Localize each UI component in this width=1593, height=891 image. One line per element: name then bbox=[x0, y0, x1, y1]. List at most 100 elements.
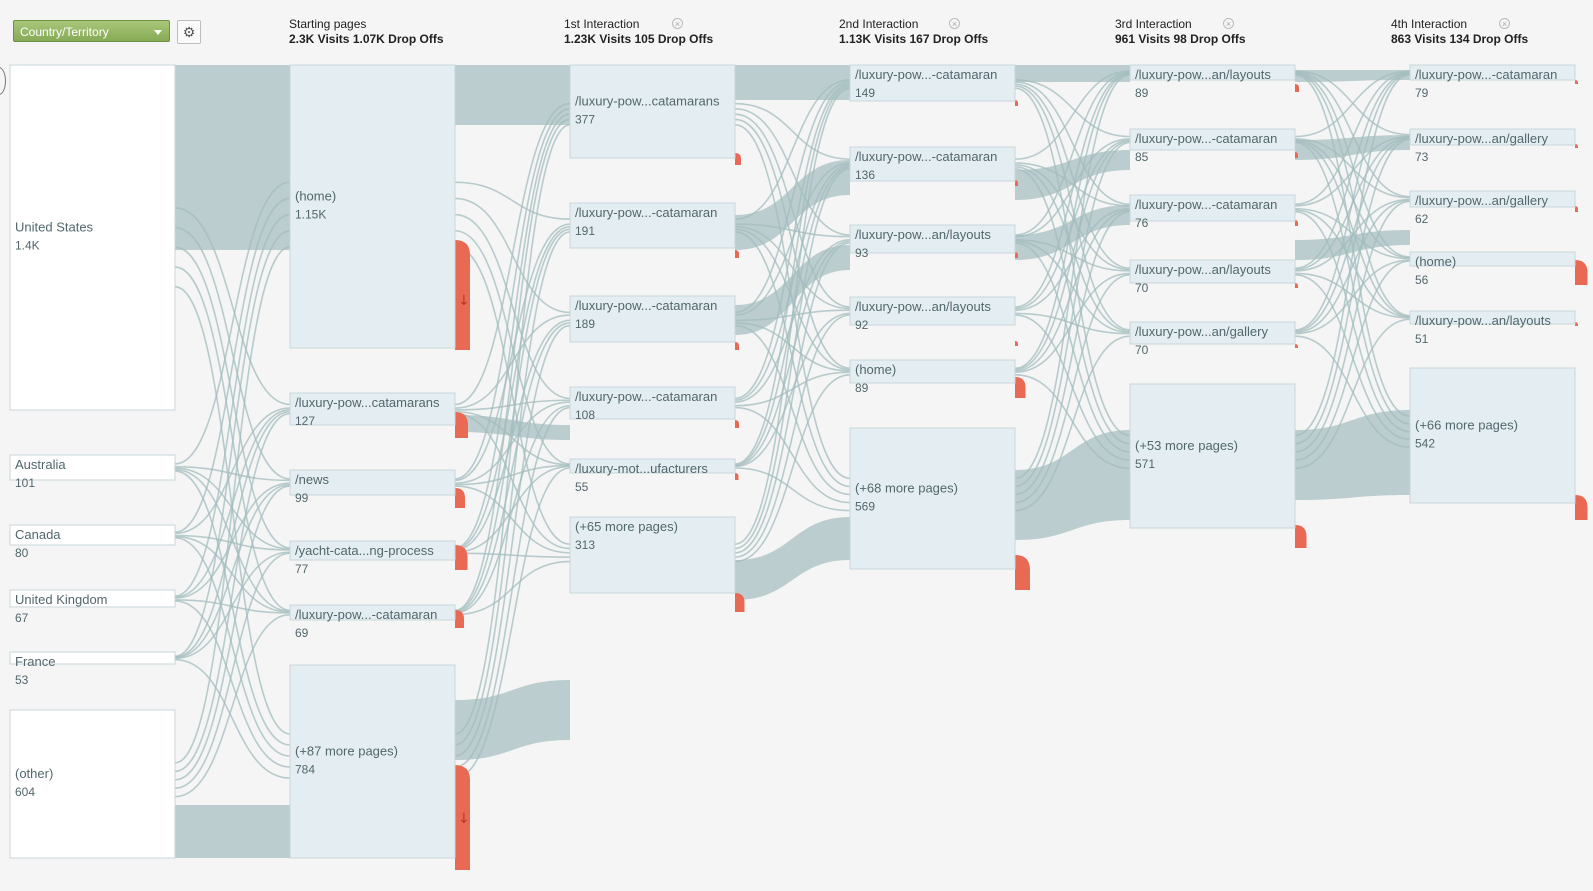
settings-button[interactable]: ⚙ bbox=[177, 20, 201, 44]
dropoff-marker[interactable] bbox=[1015, 341, 1018, 346]
page-node[interactable] bbox=[1129, 321, 1296, 345]
dropoff-marker[interactable] bbox=[735, 153, 741, 165]
page-node[interactable] bbox=[1409, 64, 1576, 81]
page-node[interactable] bbox=[1129, 383, 1296, 529]
dropoff-marker[interactable] bbox=[1295, 220, 1298, 226]
page-node[interactable] bbox=[849, 359, 1016, 384]
dropoff-marker[interactable] bbox=[735, 420, 739, 428]
flow-link bbox=[175, 805, 290, 858]
dropoff-marker[interactable] bbox=[455, 610, 464, 628]
dropoff-marker[interactable] bbox=[455, 765, 470, 870]
close-icon[interactable]: × bbox=[1223, 18, 1234, 29]
flow-link bbox=[1014, 73, 1131, 480]
page-node[interactable] bbox=[289, 64, 456, 349]
flow-link bbox=[1014, 71, 1131, 236]
page-node[interactable] bbox=[849, 224, 1016, 254]
down-arrow-icon: ↓ bbox=[458, 811, 470, 827]
page-node[interactable] bbox=[289, 392, 456, 426]
dropoff-markers bbox=[455, 80, 1588, 870]
dropoff-marker[interactable] bbox=[455, 412, 468, 438]
dropoff-marker[interactable] bbox=[1575, 144, 1578, 148]
dropoff-marker[interactable] bbox=[1015, 252, 1018, 258]
dropoff-marker[interactable] bbox=[735, 250, 739, 258]
dropoff-marker[interactable] bbox=[1575, 322, 1578, 326]
page-node[interactable] bbox=[1129, 259, 1296, 284]
page-label: /yacht-cata...ng-process bbox=[295, 543, 434, 558]
dropoff-marker[interactable] bbox=[1295, 84, 1299, 92]
page-node[interactable] bbox=[569, 202, 736, 249]
page-node[interactable] bbox=[289, 540, 456, 561]
close-icon[interactable]: × bbox=[1499, 18, 1510, 29]
page-label: /luxury-pow...an/layouts bbox=[855, 299, 991, 314]
page-node[interactable] bbox=[289, 604, 456, 621]
flow-link bbox=[454, 401, 571, 485]
dropoff-marker[interactable] bbox=[1295, 283, 1298, 288]
page-node[interactable] bbox=[849, 427, 1016, 570]
page-node[interactable] bbox=[849, 296, 1016, 326]
page-node[interactable] bbox=[1409, 128, 1576, 146]
dropoff-marker[interactable] bbox=[1015, 180, 1018, 186]
page-node[interactable] bbox=[569, 516, 736, 594]
dropoff-marker[interactable] bbox=[1295, 525, 1307, 548]
page-label: /luxury-pow...an/gallery bbox=[1415, 131, 1548, 146]
flow-link bbox=[1014, 166, 1131, 332]
flow-link bbox=[174, 534, 291, 551]
flow-link bbox=[174, 197, 291, 533]
dropoff-marker[interactable] bbox=[1295, 152, 1298, 158]
page-value: 92 bbox=[855, 318, 869, 332]
page-node[interactable] bbox=[1409, 367, 1576, 504]
dropoff-marker[interactable] bbox=[1575, 260, 1588, 285]
dimension-select[interactable]: Country/Territory bbox=[13, 20, 170, 42]
dropoff-marker[interactable] bbox=[735, 593, 745, 612]
dropoff-marker[interactable] bbox=[455, 240, 470, 350]
page-node[interactable] bbox=[849, 64, 1016, 102]
dropoff-marker[interactable] bbox=[455, 545, 468, 570]
flow-link bbox=[1014, 209, 1131, 372]
country-label: Australia bbox=[15, 457, 66, 472]
dropoff-marker[interactable] bbox=[1295, 344, 1298, 348]
flow-link bbox=[174, 535, 291, 613]
country-node[interactable] bbox=[9, 651, 176, 665]
country-node[interactable] bbox=[9, 589, 176, 608]
dropoff-marker[interactable] bbox=[1015, 555, 1030, 590]
country-node[interactable] bbox=[9, 64, 176, 411]
country-node[interactable] bbox=[9, 524, 176, 546]
flow-link bbox=[174, 470, 291, 746]
page-node[interactable] bbox=[1409, 251, 1576, 267]
page-node[interactable] bbox=[1409, 190, 1576, 208]
dropoff-marker[interactable] bbox=[1015, 100, 1018, 106]
close-icon[interactable]: × bbox=[949, 18, 960, 29]
flow-link bbox=[734, 228, 851, 371]
close-icon[interactable]: × bbox=[672, 18, 683, 29]
page-node[interactable] bbox=[569, 64, 736, 159]
dropoff-marker[interactable] bbox=[735, 473, 739, 480]
dropoff-marker[interactable] bbox=[1015, 377, 1026, 398]
flow-link bbox=[174, 207, 291, 406]
page-node[interactable] bbox=[569, 386, 736, 420]
column-title: Starting pages bbox=[289, 17, 367, 31]
page-node[interactable] bbox=[569, 458, 736, 474]
dropoff-marker[interactable] bbox=[455, 488, 465, 508]
country-node[interactable] bbox=[9, 454, 176, 481]
flow-link bbox=[1294, 72, 1411, 258]
dropoff-marker[interactable] bbox=[735, 342, 739, 350]
page-node[interactable] bbox=[1129, 194, 1296, 222]
page-node[interactable] bbox=[289, 469, 456, 496]
dropoff-marker[interactable] bbox=[1575, 495, 1588, 520]
flow-link bbox=[1295, 410, 1410, 500]
page-node[interactable] bbox=[1409, 310, 1576, 325]
page-node[interactable] bbox=[1129, 128, 1296, 151]
page-value: 99 bbox=[295, 491, 309, 505]
page-node[interactable] bbox=[1129, 64, 1296, 81]
dropoff-marker[interactable] bbox=[1575, 80, 1578, 84]
flow-link bbox=[1294, 200, 1411, 453]
flow-link bbox=[1294, 72, 1411, 270]
flow-link bbox=[454, 231, 571, 746]
page-node[interactable] bbox=[569, 295, 736, 343]
country-node[interactable] bbox=[9, 709, 176, 859]
page-value: 377 bbox=[575, 113, 595, 127]
page-label: (home) bbox=[295, 189, 336, 204]
dropoff-marker[interactable] bbox=[1575, 206, 1578, 212]
page-node[interactable] bbox=[289, 664, 456, 859]
page-node[interactable] bbox=[849, 146, 1016, 182]
